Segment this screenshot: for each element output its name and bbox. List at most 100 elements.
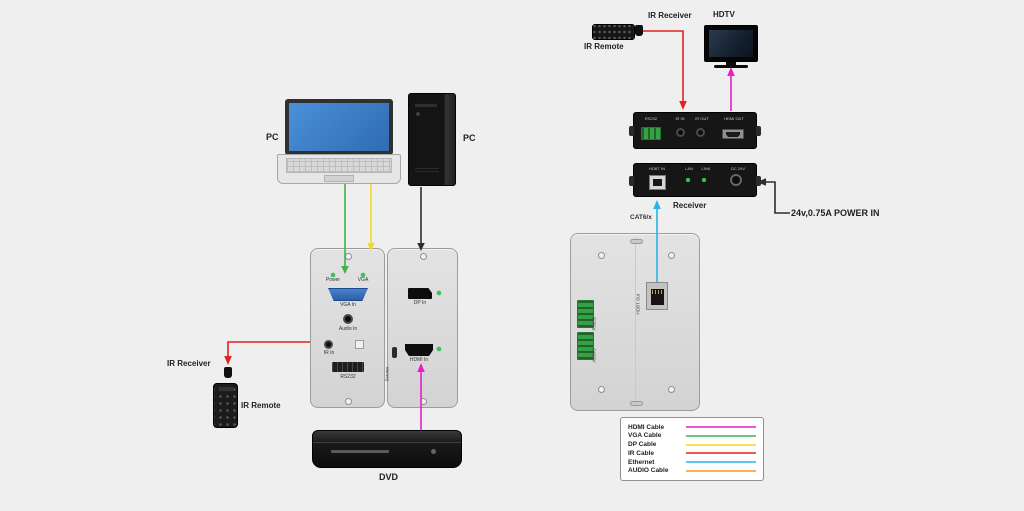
- vga-port-label: VGA In: [340, 302, 356, 308]
- ir-in-jack: [676, 128, 685, 137]
- hdmi-port: [405, 344, 433, 356]
- screw-hole: [668, 252, 675, 259]
- dc-power-jack: [730, 174, 742, 186]
- mounting-ear: [629, 126, 634, 136]
- dp-port-label: DP In: [413, 300, 427, 306]
- laptop-screen: [285, 99, 393, 155]
- vga-led-label: VGA: [357, 277, 369, 283]
- cat6-label: CAT6/x: [630, 214, 652, 221]
- desktop-pc-cable: [417, 187, 425, 251]
- desktop-power-button: [416, 112, 420, 116]
- legend-label: AUDIO Cable: [628, 467, 669, 475]
- ir-in-label: IR In: [323, 350, 335, 356]
- tv-frame: [704, 25, 758, 62]
- vga-cable-swatch: [686, 434, 756, 437]
- laptop-trackpad: [324, 175, 354, 182]
- service-usb-port: [392, 347, 397, 358]
- desktop-tower: [408, 93, 456, 186]
- desktop-label: PC: [463, 133, 476, 143]
- screw-hole: [420, 398, 427, 405]
- desktop-drive-slot: [415, 104, 437, 107]
- laptop-base: [277, 154, 401, 184]
- ir-cable-left: [224, 341, 310, 365]
- terminal-top-label: RS232: [591, 316, 597, 331]
- dvd-top-edge: [313, 442, 461, 443]
- screw-hole: [420, 253, 427, 260]
- legend-label: IR Cable: [628, 449, 655, 457]
- hdmi-cable-tv: [727, 67, 735, 111]
- audio-in-label: Audio In: [338, 326, 358, 332]
- ir-in-port-label: IR IN: [675, 116, 685, 121]
- hdmi-out-port-label: HDMI OUT: [724, 116, 744, 121]
- power-in-label: 24v,0.75A POWER IN: [791, 208, 880, 218]
- audio-cable-swatch: [686, 470, 756, 472]
- cable-legend: HDMI Cable VGA Cable DP Cable IR Cable E…: [620, 417, 764, 481]
- hdtv-label: HDTV: [713, 10, 735, 19]
- desktop-vent: [415, 166, 439, 172]
- legend-item: IR Cable: [628, 449, 756, 457]
- ir-out-port-label: IR OUT: [695, 116, 709, 121]
- lan-led: [686, 178, 690, 182]
- ir-receiver-bud-left: [224, 367, 232, 378]
- receiver-box-bottom-view: HDBT IN LAN LINK DC 24V: [629, 163, 761, 197]
- mounting-slot: [630, 401, 643, 406]
- ir-remote-window: [219, 387, 234, 391]
- wallplate-rear-view: RS232 AUDIO HDBT Out: [570, 233, 700, 411]
- mounting-ear: [756, 126, 761, 136]
- hdmi-out-port: [722, 129, 744, 139]
- tx-wallplate-gang-b: DP In HDMI In Service: [385, 248, 458, 408]
- power-cable: [757, 178, 790, 214]
- ir-receiver-bud-right: [635, 25, 643, 36]
- dvd-button: [431, 449, 436, 454]
- dvd-tray: [331, 450, 389, 453]
- rs232-label: RS232: [340, 374, 356, 380]
- legend-label: DP Cable: [628, 441, 657, 449]
- legend-item: AUDIO Cable: [628, 467, 756, 475]
- mounting-ear: [629, 176, 634, 186]
- vga-port: [328, 288, 368, 301]
- dp-cable: [367, 184, 375, 251]
- hdmi-cable-swatch: [686, 426, 756, 428]
- ir-receiver-left-label: IR Receiver: [167, 359, 211, 368]
- dp-cable-swatch: [686, 443, 756, 446]
- link-label: LINK: [701, 166, 711, 171]
- laptop-label: PC: [266, 132, 279, 142]
- optical-port: [355, 340, 364, 349]
- terminal-bottom-label: AUDIO: [591, 348, 597, 363]
- dc-power-label: DC 24V: [730, 166, 745, 171]
- rj45-port: [646, 282, 668, 310]
- dvd-player: [312, 430, 462, 468]
- ir-in-jack: [324, 340, 333, 349]
- legend-label: Ethernet: [628, 458, 655, 466]
- dp-led: [437, 291, 441, 295]
- dp-port: [408, 288, 432, 299]
- rs232-port-label: RS232: [644, 116, 658, 121]
- ir-remote-left-label: IR Remote: [241, 401, 281, 410]
- ir-out-jack: [696, 128, 705, 137]
- rs232-terminal-block: [641, 127, 661, 140]
- screw-hole: [668, 386, 675, 393]
- screw-hole: [345, 398, 352, 405]
- laptop-keyboard: [286, 158, 392, 173]
- rj45-pins: [652, 290, 663, 294]
- hdmi-port-label: HDMI In: [409, 357, 429, 363]
- link-led: [702, 178, 706, 182]
- ir-remote-right-label: IR Remote: [584, 42, 624, 51]
- ir-remote-left: [213, 383, 238, 428]
- power-led-label: Power: [325, 277, 341, 283]
- rj45-opening: [651, 289, 664, 305]
- audio-terminal-block: [577, 332, 594, 360]
- rs232-terminal: [332, 362, 364, 372]
- power-led: [331, 273, 335, 277]
- rj45-opening: [653, 179, 662, 186]
- legend-label: VGA Cable: [628, 432, 662, 440]
- hdmi-led: [437, 347, 441, 351]
- dvd-label: DVD: [379, 472, 399, 482]
- tx-wallplate-gang-a: Power VGA VGA In Audio In IR In RS232: [310, 248, 385, 408]
- rj45-label: HDBT Out: [635, 293, 641, 315]
- plate-seam: [635, 237, 636, 408]
- mounting-slot: [630, 239, 643, 244]
- screw-hole: [345, 253, 352, 260]
